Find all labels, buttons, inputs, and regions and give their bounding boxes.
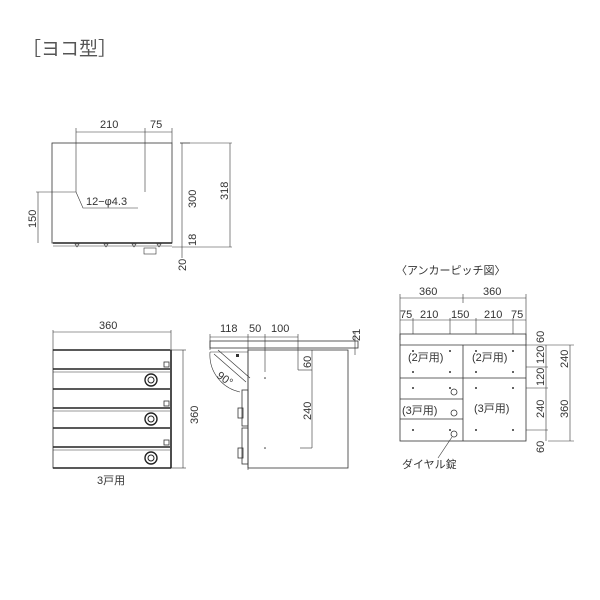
dim-210: 210 <box>100 119 118 131</box>
dial-lock-icon <box>144 412 158 426</box>
dim-75: 75 <box>150 119 162 131</box>
anchor-sub-75-b: 75 <box>511 309 523 321</box>
latch-icon <box>163 439 170 446</box>
side-dim-240: 240 <box>302 402 314 420</box>
cell-3-right: (3戸用) <box>474 403 509 415</box>
front-dim-width: 360 <box>99 320 117 332</box>
top-view-outline <box>51 142 173 244</box>
anchor-right-120-a: 120 <box>535 346 547 364</box>
side-dim-118: 118 <box>220 323 238 335</box>
side-dim-21: 21 <box>351 329 363 341</box>
top-view: 210 75 12−φ4.3 150 300 318 18 20 <box>27 119 232 271</box>
anchor-sub-75-a: 75 <box>400 309 412 321</box>
anchor-right-60-top: 60 <box>535 331 547 343</box>
anchor-right-240-outer: 240 <box>559 350 571 368</box>
page-title: ［ヨコ型］ <box>22 38 117 60</box>
anchor-pitch-title: 〈アンカーピッチ図〉 <box>396 264 506 277</box>
dial-lock-icon <box>144 451 158 465</box>
anchor-pitch-diagram: 〈アンカーピッチ図〉 360 360 75 210 150 210 75 (2戸… <box>396 264 574 471</box>
anchor-points <box>412 350 514 431</box>
angle-90: 90° <box>214 370 235 389</box>
dim-150: 150 <box>27 210 39 228</box>
anchor-sub-210-b: 210 <box>484 309 502 321</box>
anchor-right-360-outer: 360 <box>559 400 571 418</box>
front-caption: 3戸用 <box>97 475 125 487</box>
anchor-right-240: 240 <box>535 400 547 418</box>
front-dim-height: 360 <box>189 406 201 424</box>
cell-2-left: (2戸用) <box>408 352 443 364</box>
anchor-sub-150: 150 <box>451 309 469 321</box>
side-dim-100: 100 <box>271 323 289 335</box>
dim-318: 318 <box>219 182 231 200</box>
dial-lock-icon <box>450 430 458 438</box>
front-view: 360 <box>52 320 201 487</box>
latch-icon <box>163 361 170 368</box>
side-dim-60: 60 <box>302 356 314 368</box>
door-swing-arc <box>209 351 241 393</box>
dial-lock-icon <box>450 388 458 396</box>
dial-lock-icon <box>144 373 158 387</box>
dim-20: 20 <box>177 259 189 271</box>
dim-18: 18 <box>187 234 199 246</box>
dim-300: 300 <box>187 190 199 208</box>
cell-2-right: (2戸用) <box>472 352 507 364</box>
anchor-right-120-b: 120 <box>535 368 547 386</box>
anchor-sub-210-a: 210 <box>420 309 438 321</box>
anchor-dim-360-right: 360 <box>483 286 501 298</box>
dial-lock-icon <box>450 409 458 417</box>
side-dim-50: 50 <box>249 323 261 335</box>
anchor-right-60-bottom: 60 <box>535 441 547 453</box>
anchor-dim-360-left: 360 <box>419 286 437 298</box>
hole-note: 12−φ4.3 <box>86 196 127 208</box>
latch-icon <box>163 400 170 407</box>
dial-lock-label: ダイヤル錠 <box>402 457 457 471</box>
cell-3-left: (3戸用) <box>402 405 437 417</box>
side-view: 118 50 100 21 60 240 90° <box>209 323 363 470</box>
